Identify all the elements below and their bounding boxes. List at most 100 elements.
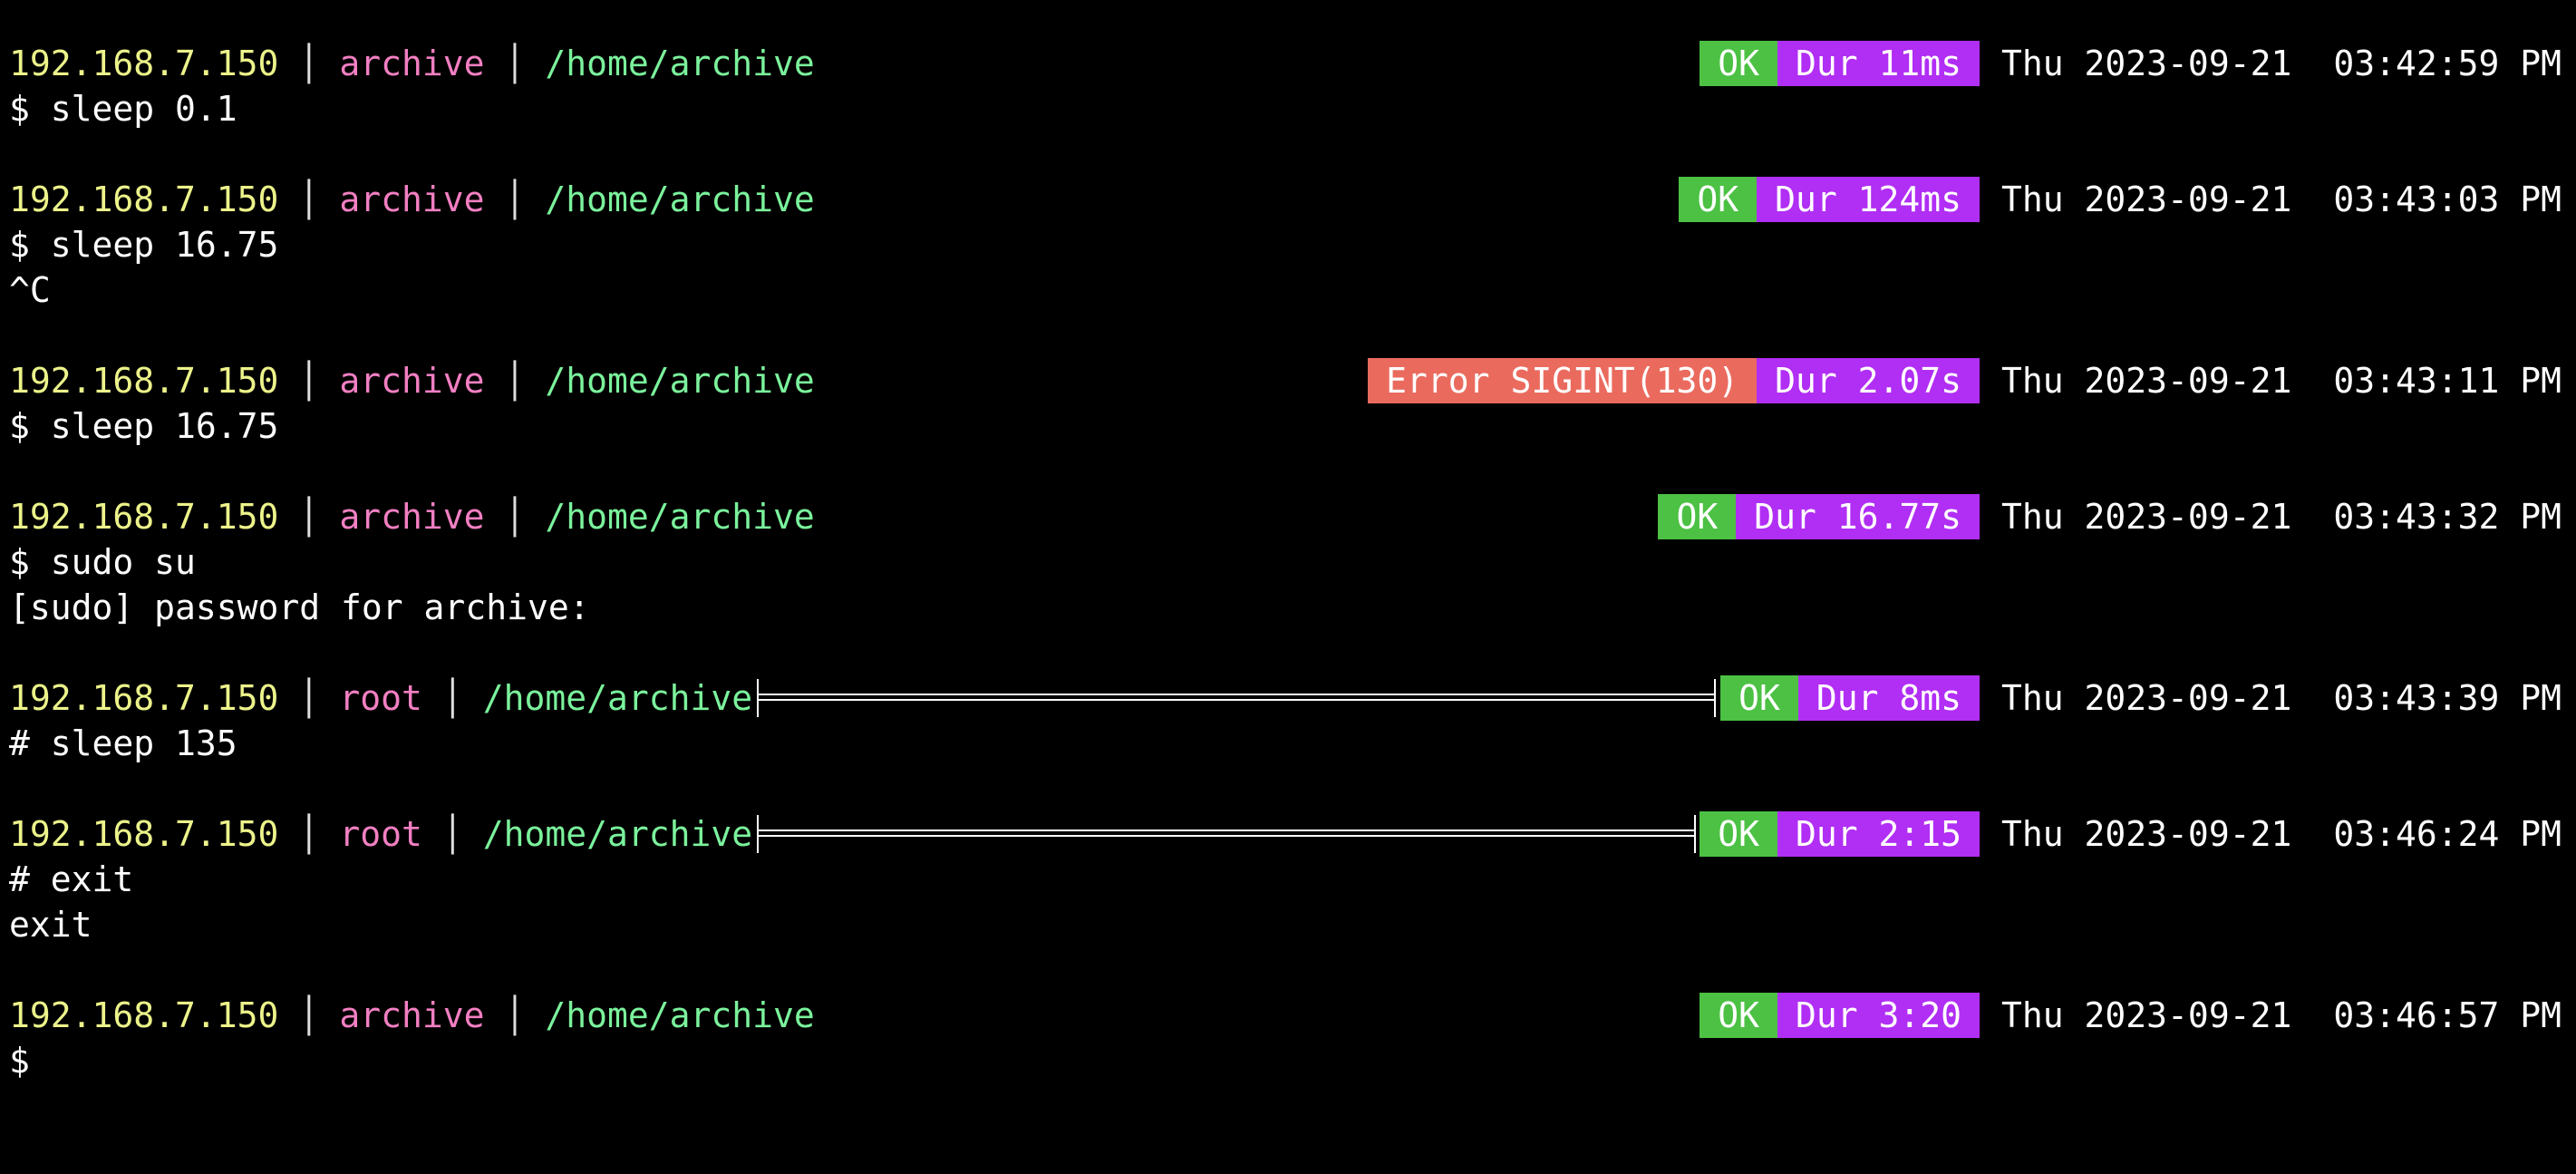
separator: │ bbox=[298, 678, 320, 718]
duration-badge: Dur 16.77s bbox=[1736, 494, 1980, 539]
prompt-left-segments: 192.168.7.150 │ root │ /home/archive bbox=[9, 811, 752, 857]
status-badge: OK bbox=[1679, 177, 1758, 222]
working-directory: /home/archive bbox=[545, 497, 815, 537]
host-ip: 192.168.7.150 bbox=[9, 814, 279, 854]
duration-badge: Dur 2:15 bbox=[1777, 811, 1980, 857]
command-line: # sleep 135 bbox=[9, 723, 237, 763]
date: 2023-09-21 bbox=[2084, 497, 2292, 537]
working-directory: /home/archive bbox=[545, 179, 815, 219]
username: archive bbox=[339, 361, 485, 401]
date: 2023-09-21 bbox=[2084, 179, 2292, 219]
duration-badge: Dur 2.07s bbox=[1757, 358, 1980, 403]
timestamp: Thu 2023-09-21 03:46:57 PM bbox=[1980, 993, 2561, 1038]
time: 03:43:03 PM bbox=[2333, 179, 2561, 219]
status-badge: OK bbox=[1700, 41, 1777, 86]
terminal-window[interactable]: 192.168.7.150 │ archive │ /home/archive … bbox=[0, 0, 2576, 1111]
separator: │ bbox=[504, 179, 526, 219]
prompt-line: 192.168.7.150 │ archive │ /home/archive … bbox=[0, 993, 2576, 1038]
prompt-filler-line bbox=[757, 811, 1696, 857]
status-badge: OK bbox=[1700, 811, 1777, 857]
date: 2023-09-21 bbox=[2084, 44, 2292, 83]
host-ip: 192.168.7.150 bbox=[9, 44, 279, 83]
duration-badge: Dur 11ms bbox=[1777, 41, 1980, 86]
separator: │ bbox=[298, 995, 320, 1035]
day: Thu bbox=[2001, 497, 2064, 537]
timestamp: Thu 2023-09-21 03:43:11 PM bbox=[1980, 358, 2561, 403]
duration-badge: Dur 3:20 bbox=[1777, 993, 1980, 1038]
day: Thu bbox=[2001, 361, 2064, 401]
date: 2023-09-21 bbox=[2084, 995, 2292, 1035]
output-line: ^C bbox=[9, 270, 51, 310]
working-directory: /home/archive bbox=[482, 814, 753, 854]
prompt-right-segments: OK Dur 8ms Thu 2023-09-21 03:43:39 PM bbox=[1720, 675, 2561, 721]
filler-double-line bbox=[757, 830, 1696, 837]
command-input-line[interactable]: $ bbox=[9, 1041, 30, 1081]
day: Thu bbox=[2001, 44, 2064, 83]
prompt-left-segments: 192.168.7.150 │ root │ /home/archive bbox=[9, 675, 752, 721]
separator: │ bbox=[298, 497, 320, 537]
working-directory: /home/archive bbox=[545, 361, 815, 401]
prompt-right-segments: OK Dur 16.77s Thu 2023-09-21 03:43:32 PM bbox=[1658, 494, 2561, 539]
separator: │ bbox=[441, 814, 463, 854]
separator: │ bbox=[504, 44, 526, 83]
prompt-line: 192.168.7.150 │ archive │ /home/archive … bbox=[0, 177, 2576, 222]
status-badge: OK bbox=[1720, 675, 1798, 721]
filler-double-line bbox=[757, 694, 1716, 701]
filler-cap-right bbox=[1694, 815, 1696, 853]
output-line: exit bbox=[9, 905, 92, 945]
prompt-line: 192.168.7.150 │ archive │ /home/archive … bbox=[0, 494, 2576, 539]
duration-badge: Dur 124ms bbox=[1757, 177, 1980, 222]
prompt-right-segments: OK Dur 3:20 Thu 2023-09-21 03:46:57 PM bbox=[1700, 993, 2561, 1038]
command-line: $ sleep 16.75 bbox=[9, 225, 279, 265]
time: 03:46:24 PM bbox=[2333, 814, 2561, 854]
prompt-left-segments: 192.168.7.150 │ archive │ /home/archive bbox=[9, 358, 815, 403]
time: 03:43:11 PM bbox=[2333, 361, 2561, 401]
output-line: [sudo] password for archive: bbox=[9, 587, 590, 627]
timestamp: Thu 2023-09-21 03:43:32 PM bbox=[1980, 494, 2561, 539]
timestamp: Thu 2023-09-21 03:46:24 PM bbox=[1980, 811, 2561, 857]
host-ip: 192.168.7.150 bbox=[9, 995, 279, 1035]
day: Thu bbox=[2001, 678, 2064, 718]
prompt-right-segments: Error SIGINT(130) Dur 2.07s Thu 2023-09-… bbox=[1368, 358, 2561, 403]
separator: │ bbox=[298, 361, 320, 401]
working-directory: /home/archive bbox=[545, 44, 815, 83]
timestamp: Thu 2023-09-21 03:43:39 PM bbox=[1980, 675, 2561, 721]
date: 2023-09-21 bbox=[2084, 361, 2292, 401]
prompt-line: 192.168.7.150 │ root │ /home/archive OK … bbox=[0, 811, 2576, 857]
prompt-left-segments: 192.168.7.150 │ archive │ /home/archive bbox=[9, 177, 815, 222]
time: 03:46:57 PM bbox=[2333, 995, 2561, 1035]
status-badge: OK bbox=[1700, 993, 1777, 1038]
prompt-right-segments: OK Dur 2:15 Thu 2023-09-21 03:46:24 PM bbox=[1700, 811, 2561, 857]
date: 2023-09-21 bbox=[2084, 678, 2292, 718]
duration-badge: Dur 8ms bbox=[1797, 675, 1980, 721]
prompt-left-segments: 192.168.7.150 │ archive │ /home/archive bbox=[9, 993, 815, 1038]
day: Thu bbox=[2001, 814, 2064, 854]
error-status-badge: Error SIGINT(130) bbox=[1368, 358, 1758, 403]
status-badge: OK bbox=[1658, 494, 1737, 539]
separator: │ bbox=[298, 44, 320, 83]
separator: │ bbox=[504, 361, 526, 401]
username: archive bbox=[339, 44, 485, 83]
command-line: $ sleep 0.1 bbox=[9, 89, 237, 129]
username: root bbox=[339, 678, 422, 718]
working-directory: /home/archive bbox=[482, 678, 753, 718]
username: archive bbox=[339, 497, 485, 537]
filler-cap-left bbox=[757, 679, 759, 717]
time: 03:43:39 PM bbox=[2333, 678, 2561, 718]
day: Thu bbox=[2001, 995, 2064, 1035]
host-ip: 192.168.7.150 bbox=[9, 497, 279, 537]
command-line: $ sleep 16.75 bbox=[9, 406, 279, 446]
filler-cap-right bbox=[1714, 679, 1716, 717]
date: 2023-09-21 bbox=[2084, 814, 2292, 854]
time: 03:43:32 PM bbox=[2333, 497, 2561, 537]
command-line: # exit bbox=[9, 859, 134, 899]
command-line: $ sudo su bbox=[9, 542, 196, 582]
separator: │ bbox=[504, 995, 526, 1035]
separator: │ bbox=[504, 497, 526, 537]
prompt-line: 192.168.7.150 │ root │ /home/archive OK … bbox=[0, 675, 2576, 721]
separator: │ bbox=[298, 179, 320, 219]
prompt-left-segments: 192.168.7.150 │ archive │ /home/archive bbox=[9, 41, 815, 86]
